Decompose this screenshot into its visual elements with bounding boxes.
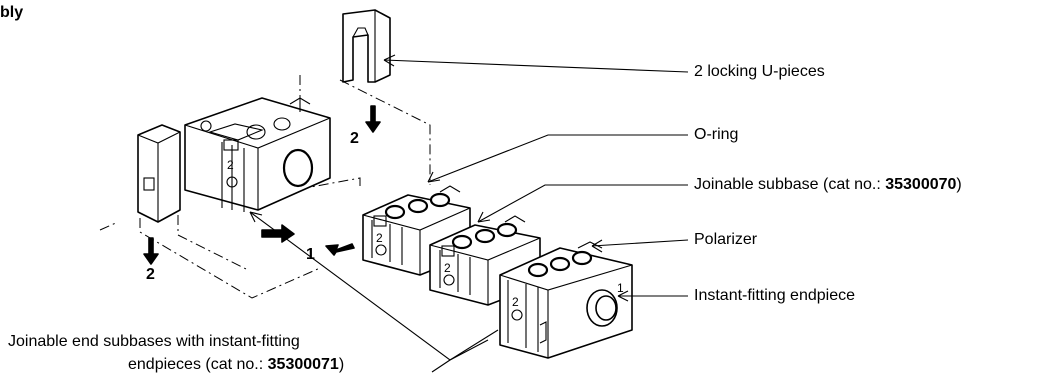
left-end-subbase	[184, 97, 331, 212]
joinable-subbase-close: )	[956, 176, 962, 193]
callout-polarizer: Polarizer	[694, 231, 758, 248]
locking-u-piece-top	[342, 9, 391, 83]
end-subbases-text: endpieces (cat no.:	[128, 356, 268, 373]
section-heading: bly	[0, 4, 24, 21]
callout-locking-u-pieces: 2 locking U-pieces	[694, 63, 825, 80]
arrow-down-top	[365, 105, 381, 133]
callout-joinable-subbase: Joinable subbase (cat no.: 35300070)	[694, 175, 962, 195]
arrow-right-1	[261, 224, 295, 243]
port-mark-endpiece: 1	[617, 281, 624, 295]
callout-end-subbases-line2: endpieces (cat no.: 35300071)	[128, 355, 344, 375]
leader-lines	[249, 54, 689, 373]
port-mark-end-subbase: 2	[512, 295, 519, 309]
callout-instant-fitting-endpiece: Instant-fitting endpiece	[694, 287, 855, 304]
port-mark-left-block: 2	[227, 158, 234, 172]
step-number-join-a: 1	[306, 246, 315, 263]
step-number-u-left: 2	[146, 266, 155, 283]
port-mark-subbase-1: 2	[376, 231, 383, 245]
locking-u-piece-left	[137, 124, 181, 223]
step-number-u-top: 2	[350, 130, 359, 147]
end-subbases-cat-no: 35300071	[267, 356, 339, 373]
joinable-subbase-text: Joinable subbase (cat no.:	[694, 176, 886, 193]
callout-o-ring: O-ring	[694, 126, 739, 143]
arrow-down-left	[143, 237, 159, 265]
end-subbase-with-endpiece	[499, 241, 633, 359]
callout-end-subbases-line1: Joinable end subbases with instant-fitti…	[8, 333, 300, 350]
arrow-left-1	[325, 243, 355, 256]
end-subbases-close: )	[338, 356, 345, 373]
joinable-subbase-cat-no: 35300070	[885, 176, 957, 193]
port-mark-subbase-2: 2	[444, 261, 451, 275]
